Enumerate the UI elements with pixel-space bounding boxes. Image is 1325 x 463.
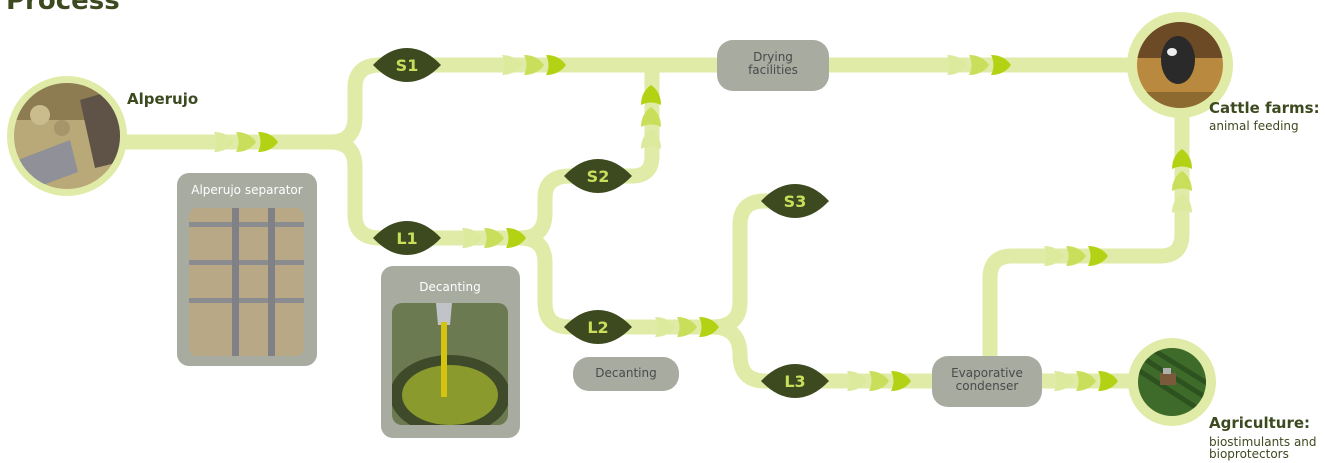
stage-drying <box>717 40 829 91</box>
decanting-2-label: Decanting <box>595 366 657 380</box>
node-label: L1 <box>396 229 417 248</box>
flow-arrow-icon <box>891 371 911 391</box>
flow-arrows <box>214 55 1192 391</box>
process-node-s1: S1 <box>373 48 441 82</box>
cattle-title: Cattle farms: <box>1209 99 1320 117</box>
flow-arrow-icon <box>641 107 661 127</box>
decanting-oil-photo-icon <box>392 303 508 425</box>
node-shape <box>373 221 441 255</box>
process-node-l2: L2 <box>564 310 632 344</box>
flow-arrow-icon <box>1172 193 1192 213</box>
page-title: Process <box>6 0 120 16</box>
tractor-field-photo-icon <box>1138 348 1206 416</box>
flow-arrow-icon <box>947 55 967 75</box>
flow-arrow-icon <box>1172 171 1192 191</box>
stage-decanting-2 <box>573 357 679 391</box>
drying-label-line2: facilities <box>748 63 798 77</box>
flow-arrow-icon <box>214 132 234 152</box>
flow-arrow-icon <box>1098 371 1118 391</box>
pipe-network <box>102 57 1190 389</box>
flow-arrow-icon <box>1054 371 1074 391</box>
decanting-photo-label: Decanting <box>419 280 480 294</box>
node-label: S1 <box>396 56 419 75</box>
flow-arrow-icon <box>1088 246 1108 266</box>
node-shape <box>564 159 632 193</box>
drying-label-line1: Drying <box>753 50 793 64</box>
stage-evaporative <box>932 356 1042 407</box>
flow-arrow-icon <box>506 228 526 248</box>
agriculture-subtitle-line2: bioprotectors <box>1209 447 1289 461</box>
flow-arrow-icon <box>546 55 566 75</box>
node-label: L2 <box>587 318 608 337</box>
flow-arrow-icon <box>236 132 256 152</box>
process-node-s3: S3 <box>761 184 829 218</box>
node-shape <box>761 364 829 398</box>
node-label: L3 <box>784 372 805 391</box>
flow-arrow-icon <box>502 55 522 75</box>
process-node-l1: L1 <box>373 221 441 255</box>
flow-arrow-icon <box>641 85 661 105</box>
node-shape <box>564 310 632 344</box>
stage-alperujo-separator: Alperujo separator <box>177 173 317 366</box>
flow-arrow-icon <box>484 228 504 248</box>
flow-arrow-icon <box>1044 246 1064 266</box>
evaporative-label-line1: Evaporative <box>951 366 1023 380</box>
node-shape <box>373 48 441 82</box>
node-label: S2 <box>587 167 610 186</box>
flow-arrow-icon <box>991 55 1011 75</box>
goat-photo-icon <box>1137 22 1223 108</box>
separator-photo-icon <box>189 208 304 356</box>
flow-arrow-icon <box>1172 149 1192 169</box>
flow-arrow-icon <box>1076 371 1096 391</box>
flow-arrow-icon <box>641 129 661 149</box>
flow-arrow-icon <box>677 317 697 337</box>
cattle-subtitle: animal feeding <box>1209 119 1299 133</box>
process-node-s2: S2 <box>564 159 632 193</box>
flow-arrow-icon <box>655 317 675 337</box>
destination-cattle <box>1127 12 1233 118</box>
flow-arrow-icon <box>258 132 278 152</box>
flow-arrow-icon <box>524 55 544 75</box>
node-label: S3 <box>784 192 807 211</box>
alperujo-label: Alperujo <box>127 90 199 108</box>
flow-arrow-icon <box>969 55 989 75</box>
flow-arrow-icon <box>699 317 719 337</box>
agriculture-title: Agriculture: <box>1209 414 1311 432</box>
flow-arrow-icon <box>1066 246 1086 266</box>
destination-agriculture <box>1128 338 1216 426</box>
process-node-l3: L3 <box>761 364 829 398</box>
separator-label: Alperujo separator <box>191 183 303 197</box>
source-alperujo <box>7 76 127 196</box>
flow-arrow-icon <box>847 371 867 391</box>
flow-arrow-icon <box>869 371 889 391</box>
agriculture-subtitle-line1: biostimulants and <box>1209 435 1317 449</box>
stage-decanting-photo: Decanting <box>381 266 520 438</box>
node-shape <box>761 184 829 218</box>
flow-arrow-icon <box>462 228 482 248</box>
evaporative-label-line2: condenser <box>955 379 1019 393</box>
